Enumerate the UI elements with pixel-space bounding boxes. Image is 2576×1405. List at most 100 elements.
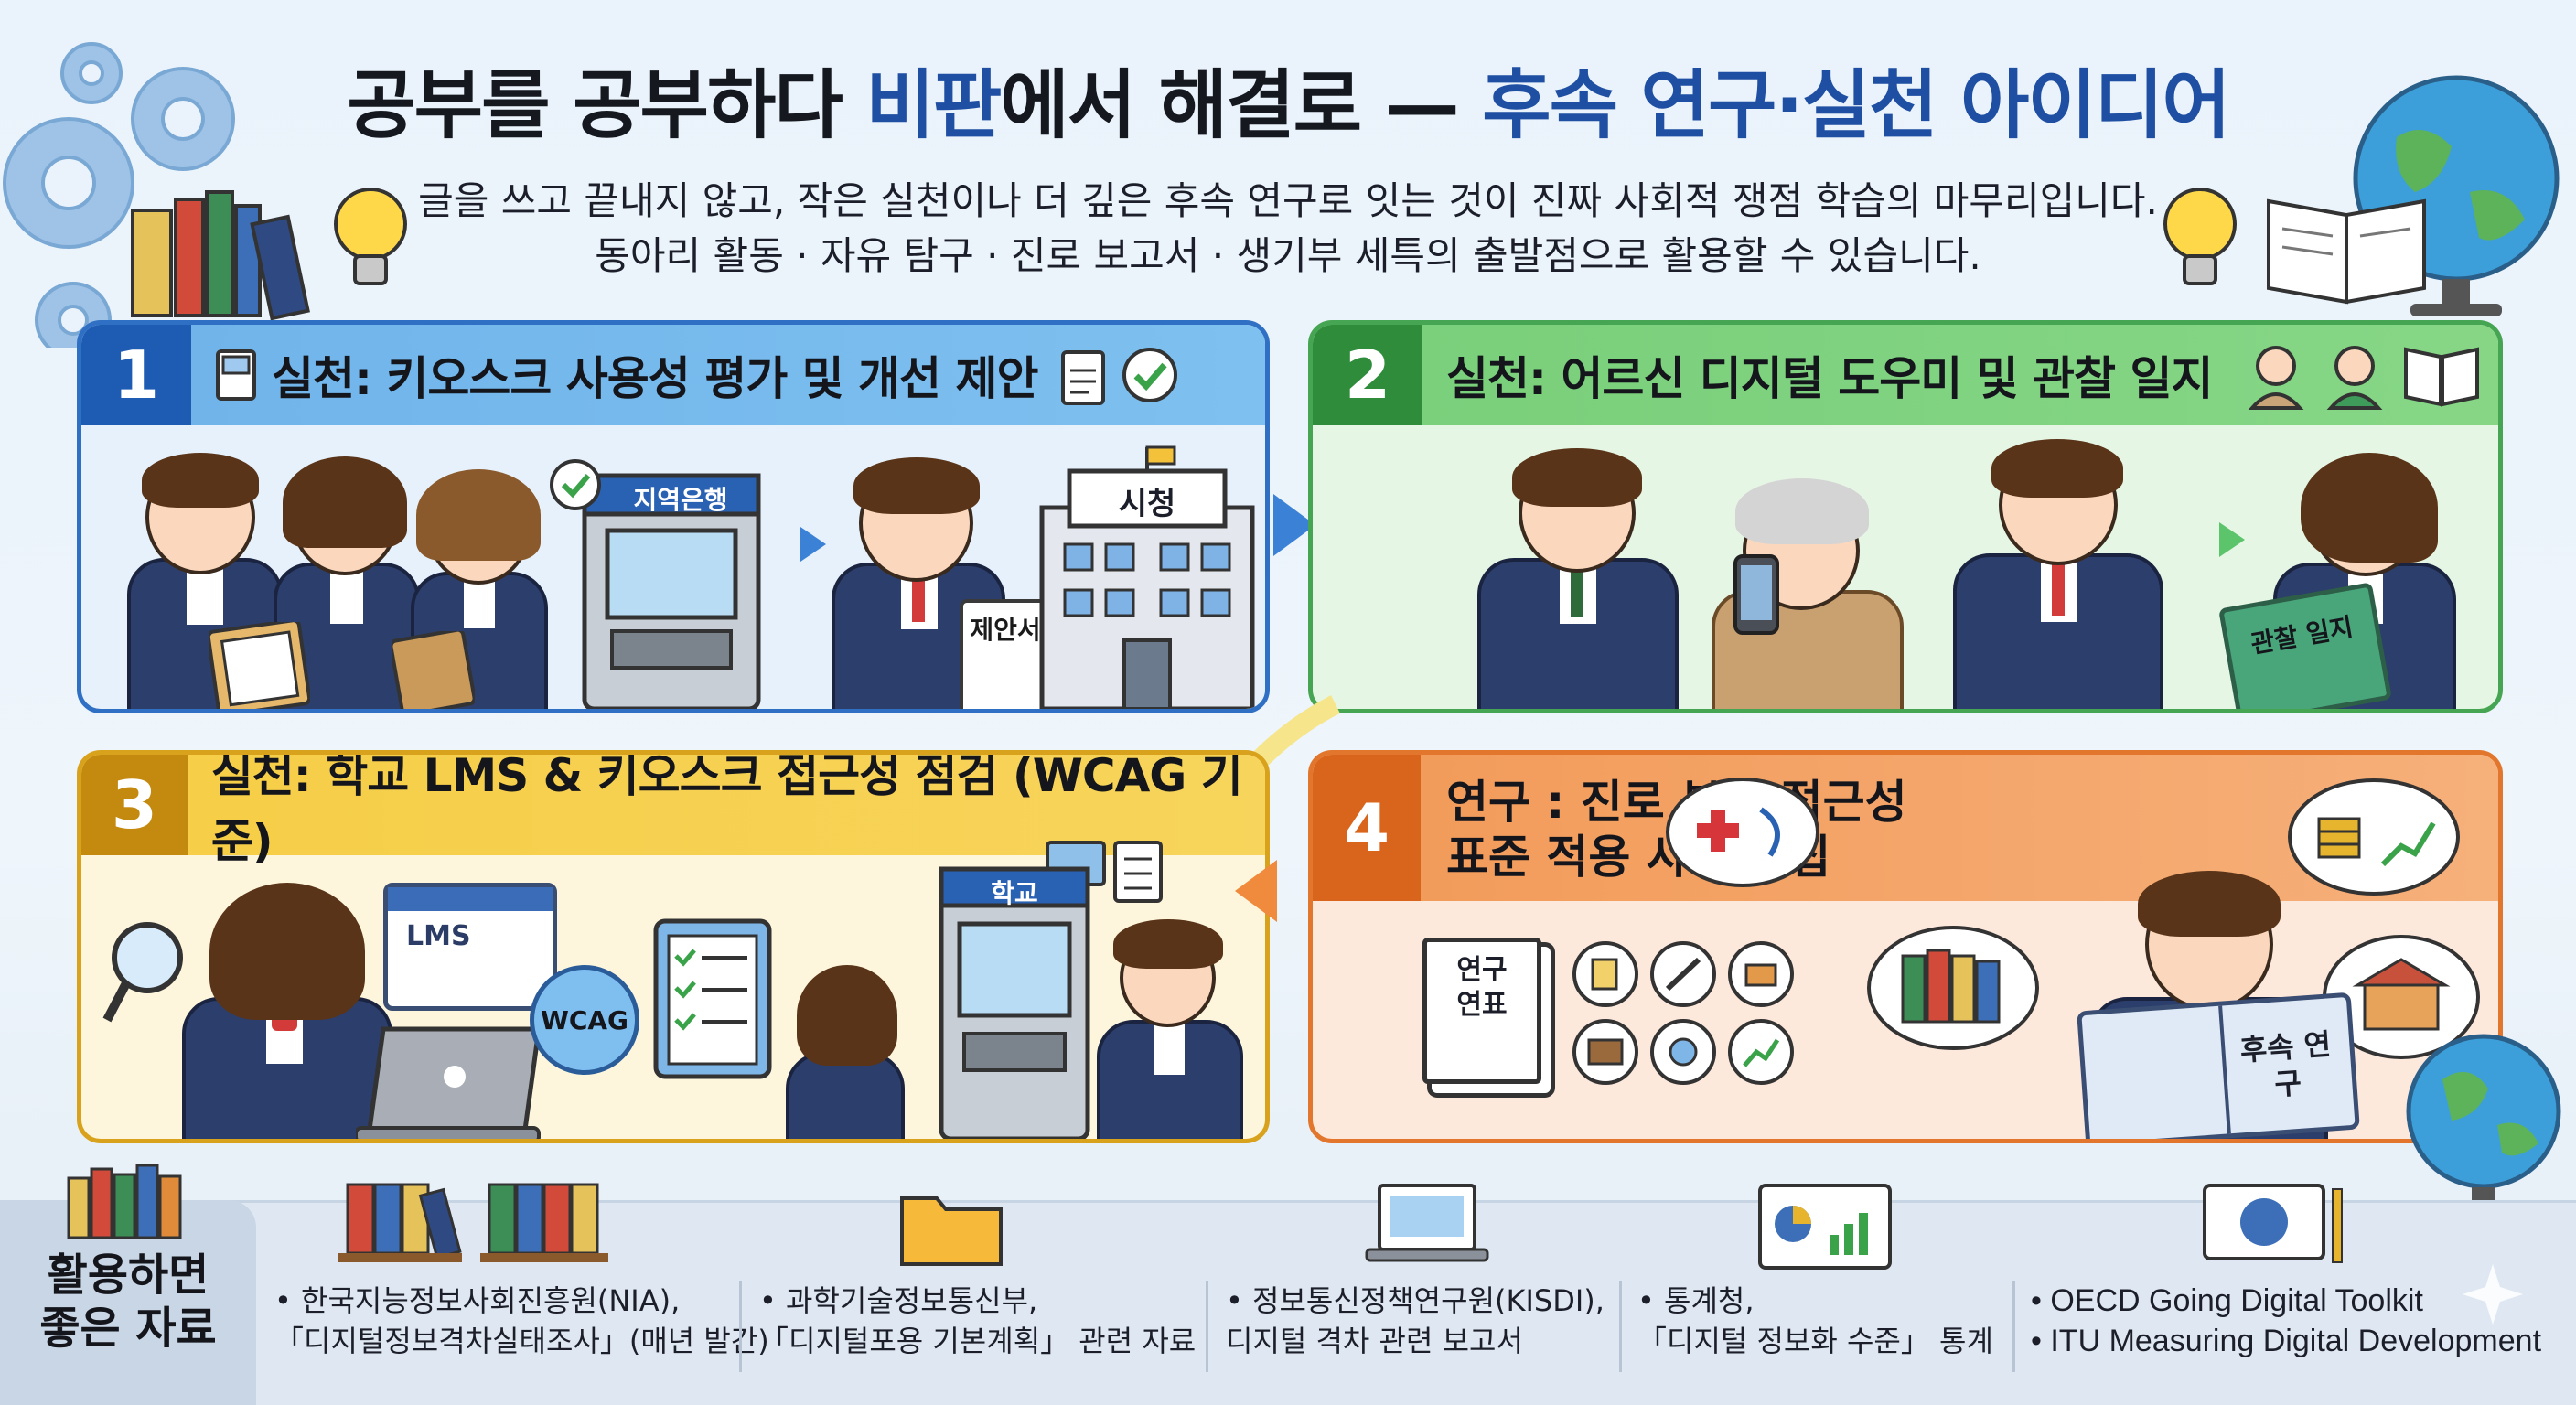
lightbulb-icon — [334, 188, 407, 285]
helper-avatar-icon — [2327, 346, 2383, 410]
yearbook-label: 연구 연표 — [1456, 954, 1508, 1021]
lms-label: LMS — [406, 920, 471, 952]
chart-icon — [1758, 1184, 1892, 1270]
resource-line: • 한국지능정보사회진흥원(NIA), — [274, 1283, 681, 1318]
atm-label: 지역은행 — [633, 485, 728, 515]
elder-avatar-icon — [2249, 346, 2304, 410]
wcag-label: WCAG — [540, 1004, 629, 1035]
journal-book: 관찰 일지 — [2218, 582, 2392, 709]
books-bubble — [1867, 926, 2039, 1050]
panel-header: 3 실천: 학교 LMS & 키오스크 접근성 점검 (WCAG 기준) — [81, 755, 1265, 868]
check-icon — [1122, 348, 1178, 402]
resource-line: 「디지털포용 기본계획」 관련 자료 — [759, 1324, 1197, 1358]
divider — [2012, 1281, 2015, 1372]
school-bubble — [2323, 935, 2480, 1059]
resource-line: • 통계청, — [1637, 1283, 1755, 1318]
resource-line: • 과학기술정보통신부, — [759, 1283, 1038, 1318]
research-doc: 연구 연표 — [1422, 938, 1541, 1084]
medical-bubble — [1666, 778, 1819, 887]
arrow-right-icon — [2219, 522, 2245, 557]
panel-4: 4 연구 : 진로 분야 접근성 표준 적용 사례 수집 연구 연표 — [1308, 750, 2503, 1143]
resource-item: • 과학기술정보통신부, 「디지털포용 기본계획」 관련 자료 — [759, 1281, 1196, 1361]
resource-line: 「디지털 정보화 수준」 통계 — [1637, 1324, 1993, 1358]
clipboard-icon — [392, 631, 475, 709]
subtitle-line: 동아리 활동 · 자유 탐구 · 진로 보고서 · 생기부 세특의 출발점으로 … — [595, 233, 1981, 278]
panel-title: 실천: 학교 LMS & 키오스크 접근성 점검 (WCAG 기준) — [210, 750, 1243, 868]
followup-book: 후속 연구 — [2077, 992, 2360, 1139]
laptop-icon — [1365, 1184, 1489, 1262]
divider — [739, 1281, 742, 1372]
resource-item: • OECD Going Digital Toolkit • ITU Measu… — [2031, 1281, 2541, 1361]
student-helper — [1935, 439, 2191, 709]
finance-bubble — [2288, 778, 2460, 896]
student-inspector — [777, 965, 914, 1139]
title-accent: 비판 — [865, 62, 1002, 149]
resource-item: • 정보통신정책연구원(KISDI), 디지털 격차 관련 보고서 — [1226, 1281, 1605, 1361]
title-accent: 후속 연구·실천 아이디어 — [1482, 62, 2231, 149]
page-subtitle: 글을 쓰고 끝내지 않고, 작은 실천이나 더 깊은 후속 연구로 잇는 것이 … — [0, 174, 2576, 284]
sparkle-icon — [2463, 1264, 2523, 1325]
checklist-icon — [653, 918, 772, 1079]
folder-icon — [900, 1196, 1003, 1266]
books-icon — [338, 1183, 462, 1262]
arrow-right-icon — [800, 527, 826, 562]
student-helper — [1468, 448, 1706, 709]
city-hall-icon — [1039, 445, 1255, 709]
laptop-icon — [356, 1026, 542, 1139]
lms-window: LMS — [383, 883, 557, 1011]
page-title: 공부를 공부하다 비판에서 해결로 — 후속 연구·실천 아이디어 — [0, 44, 2576, 153]
student-inspector — [1088, 919, 1252, 1139]
kiosk-icon — [216, 349, 256, 401]
title-part: 에서 해결로 — — [1000, 62, 1483, 149]
books-icon — [67, 1164, 182, 1239]
resource-line: 「디지털정보격차실태조사」(매년 발간) — [274, 1324, 769, 1358]
cityhall-label: 시청 — [1118, 486, 1176, 522]
magnifier-icon — [102, 922, 183, 1023]
resource-line: • 정보통신정책연구원(KISDI), — [1226, 1283, 1605, 1318]
journal-label: 관찰 일지 — [2249, 611, 2356, 660]
proposal-label: 제안서 — [970, 615, 1041, 645]
clipboard-icon — [1061, 350, 1106, 405]
panel-number: 3 — [81, 755, 188, 855]
laptop-globe-icon — [2203, 1184, 2343, 1263]
smartphone-icon — [1733, 554, 1779, 635]
resource-item: • 한국지능정보사회진흥원(NIA), 「디지털정보격차실태조사」(매년 발간) — [274, 1281, 769, 1361]
panel-number: 1 — [81, 325, 191, 425]
panel-1: 1 실천: 키오스크 사용성 평가 및 개선 제안 — [77, 320, 1270, 713]
student-inspector — [164, 874, 429, 1139]
title-part: 공부를 공부하다 — [347, 62, 866, 149]
panel-number: 2 — [1313, 325, 1422, 425]
followup-label: 후속 연구 — [2238, 1026, 2333, 1102]
wcag-badge: WCAG — [530, 965, 639, 1075]
resource-line: • OECD Going Digital Toolkit — [2031, 1283, 2423, 1318]
divider — [1206, 1281, 1208, 1372]
students-group — [118, 453, 630, 709]
panel-title: 실천: 어르신 디지털 도우미 및 관찰 일지 — [1446, 352, 2213, 405]
panel-header: 2 실천: 어르신 디지털 도우미 및 관찰 일지 — [1313, 325, 2498, 425]
clipboard-icon — [209, 622, 310, 709]
panel-number: 4 — [1313, 755, 1421, 901]
resource-line: 디지털 격차 관련 보고서 — [1226, 1324, 1523, 1358]
books-icon — [131, 190, 310, 320]
resource-item: • 통계청, 「디지털 정보화 수준」 통계 — [1637, 1281, 1993, 1361]
open-book-icon — [2267, 198, 2426, 305]
divider — [1619, 1281, 1622, 1372]
school-label: 학교 — [991, 878, 1038, 908]
open-book-icon — [2404, 347, 2480, 407]
school-kiosk-icon — [939, 866, 1090, 1139]
books-icon — [480, 1183, 608, 1262]
lightbulb-icon — [2163, 188, 2237, 285]
career-icons-grid — [1572, 941, 1794, 1085]
panel-2: 2 실천: 어르신 디지털 도우미 및 관찰 일지 — [1308, 320, 2503, 713]
student-presenter — [813, 457, 1033, 709]
panel-3: 3 실천: 학교 LMS & 키오스크 접근성 점검 (WCAG 기준) LMS… — [77, 750, 1270, 1143]
gear-icon — [3, 42, 235, 348]
subtitle-line: 글을 쓰고 끝내지 않고, 작은 실천이나 더 깊은 후속 연구로 잇는 것이 … — [418, 178, 2158, 223]
atm-icon — [550, 459, 761, 709]
resources-label: 활용하면 좋은 자료 — [39, 1249, 217, 1354]
proposal-doc: 제안서 — [960, 599, 1051, 709]
globe-icon — [2406, 1034, 2561, 1217]
resource-line: • ITU Measuring Digital Development — [2031, 1324, 2542, 1358]
panel-title: 실천: 키오스크 사용성 평가 및 개선 제안 — [272, 352, 1038, 405]
arrow-left-icon — [1235, 860, 1277, 922]
